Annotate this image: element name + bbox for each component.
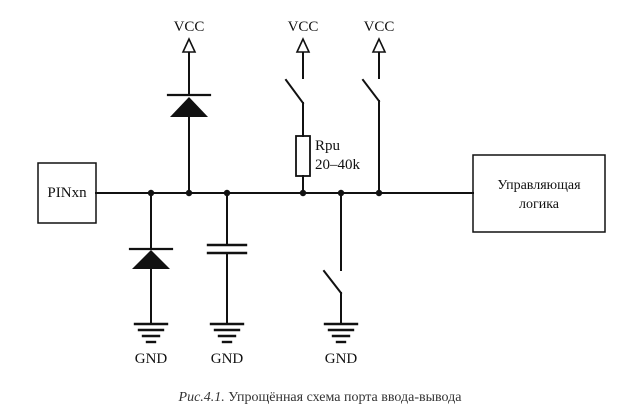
vcc-arrow-rpu xyxy=(295,37,311,53)
output-low-switch xyxy=(322,192,343,324)
gnd-label: GND xyxy=(211,351,244,367)
resistor-name-label: Rpu xyxy=(315,138,341,154)
vcc-label: VCC xyxy=(364,19,395,35)
caption-number: Рис.4.1. xyxy=(178,390,225,405)
ground-symbol xyxy=(323,322,359,344)
vcc-label: VCC xyxy=(174,19,205,35)
logic-label-line2: логика xyxy=(519,197,560,212)
output-high-switch xyxy=(361,51,381,194)
pin-label: PINxn xyxy=(47,185,87,201)
pull-up-branch xyxy=(284,51,311,194)
caption-text: Упрощённая схема порта ввода-вывода xyxy=(225,390,462,405)
vcc-arrow-diode xyxy=(181,37,197,53)
gnd-label: GND xyxy=(135,351,168,367)
vcc-label: VCC xyxy=(288,19,319,35)
logic-label-line1: Управляющая xyxy=(497,178,581,193)
resistor-value-label: 20–40k xyxy=(315,157,361,173)
vcc-clamp-diode xyxy=(166,51,212,194)
junction-dots xyxy=(147,189,383,197)
ground-symbol xyxy=(209,322,245,344)
ground-symbol xyxy=(133,322,169,344)
gnd-clamp-diode xyxy=(128,192,174,324)
pull-up-switch xyxy=(284,78,305,105)
pull-up-resistor xyxy=(295,135,311,177)
vcc-arrow-high xyxy=(371,37,387,53)
control-logic-box xyxy=(472,154,606,233)
capacitor xyxy=(206,192,248,324)
figure-caption: Рис.4.1. Упрощённая схема порта ввода-вы… xyxy=(178,390,463,405)
gnd-label: GND xyxy=(325,351,358,367)
